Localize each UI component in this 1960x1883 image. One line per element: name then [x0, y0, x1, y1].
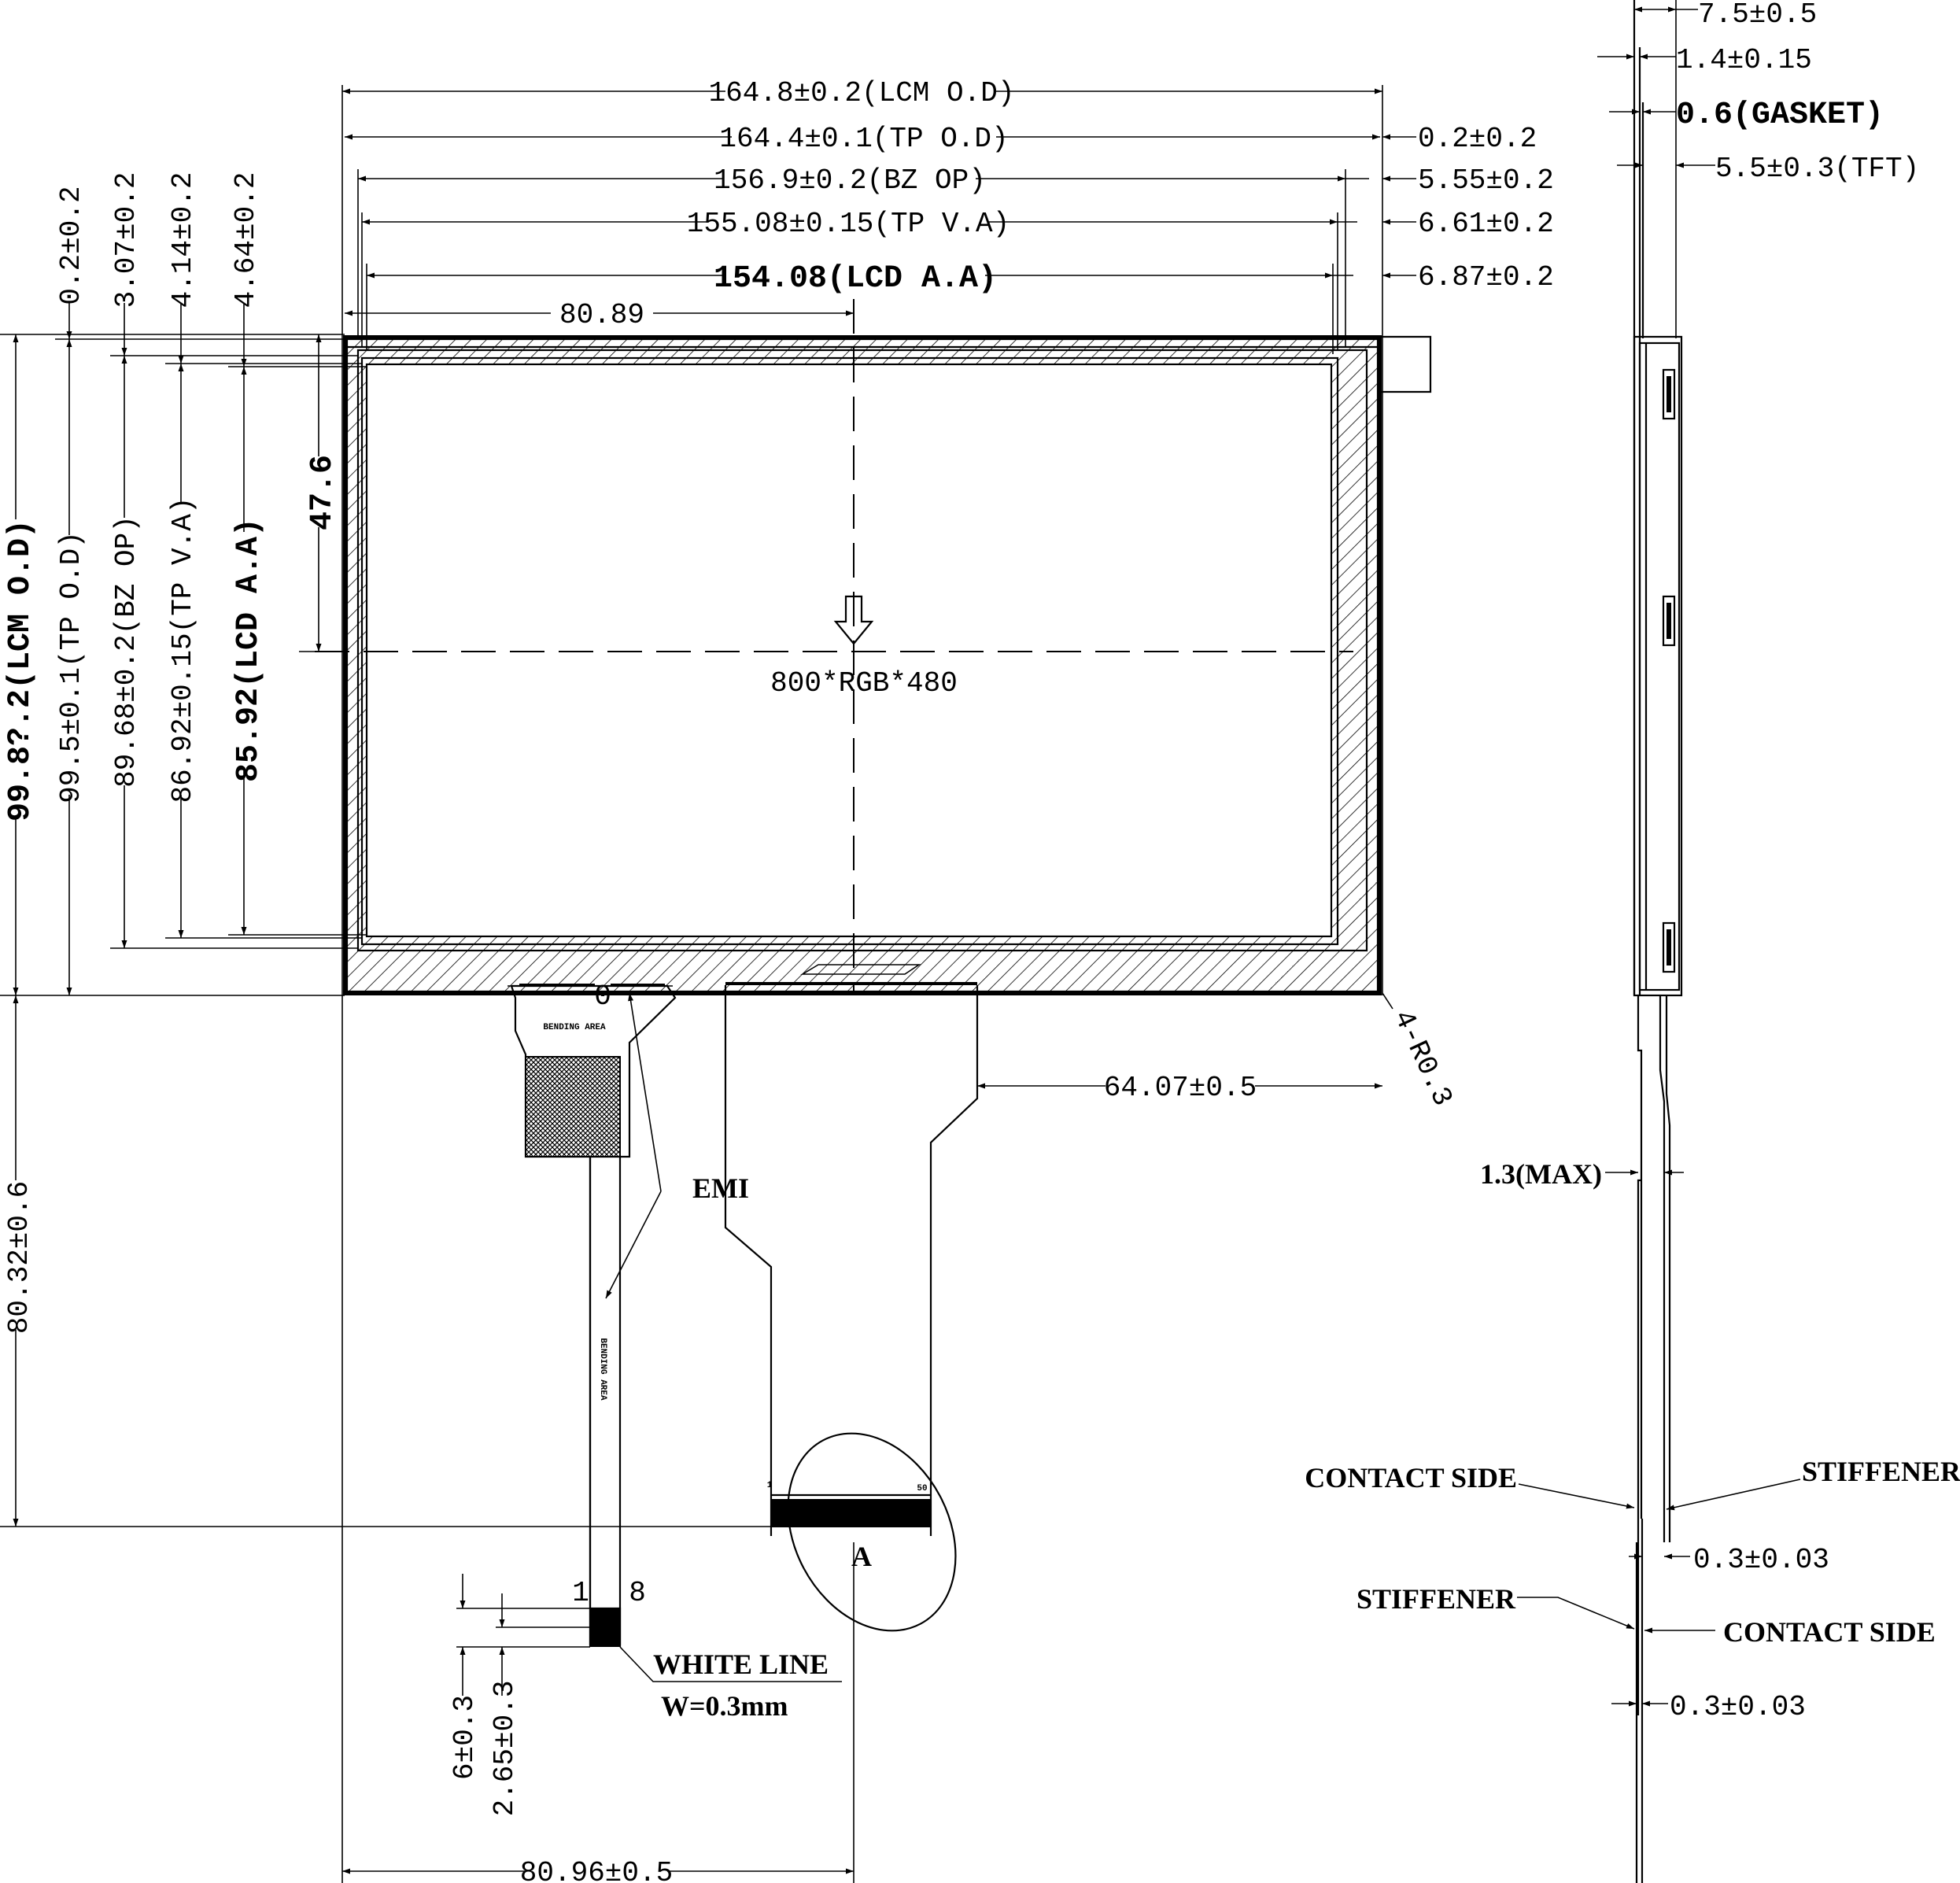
dim-right-6-87: 6.87±0.2: [1418, 261, 1554, 294]
dim-left-4-14: 4.14±0.2: [167, 172, 199, 308]
tp-pin-1: 1: [572, 1577, 589, 1609]
top-dimensions: 164.8±0.2(LCM O.D) 164.4±0.1(TP O.D) 156…: [342, 76, 1554, 331]
main-fpc-pin-1: 1: [767, 1481, 773, 1490]
tp-pin-8: 8: [629, 1577, 646, 1609]
dim-tp-thickness: 1.4±0.15: [1676, 44, 1812, 76]
dim-tp-od-width: 164.4±0.1(TP O.D): [719, 123, 1008, 155]
bending-area-label-top: BENDING AREA: [543, 1023, 606, 1032]
dim-lcm-od-height: 99.8?.2(LCM O.D): [3, 519, 39, 822]
dim-bz-op-height: 89.68±0.2(BZ OP): [110, 515, 142, 788]
dim-lcm-od-width: 164.8±0.2(LCM O.D): [709, 77, 1015, 109]
dim-lcd-aa-height: 85.92(LCD A.A): [231, 518, 267, 782]
dim-fpc-bottom-offset: 80.96±0.5: [520, 1857, 673, 1883]
left-dimensions: 99.8?.2(LCM O.D) 99.5±0.1(TP O.D) 89.68±…: [0, 172, 771, 1527]
tp-pin-0: 0: [594, 980, 611, 1013]
stiffener-label-2: STIFFENER: [1356, 1583, 1516, 1615]
white-line-width-label: W=0.3mm: [661, 1690, 788, 1722]
dim-left-4-64: 4.64±0.2: [230, 172, 262, 308]
dim-bz-op-width: 156.9±0.2(BZ OP): [714, 164, 986, 197]
detail-a-label: A: [851, 1541, 872, 1572]
dim-tp-va-width: 155.08±0.15(TP V.A): [687, 208, 1010, 240]
dim-right-0-2: 0.2±0.2: [1418, 123, 1537, 155]
main-fpc-pin-50: 50: [917, 1484, 927, 1493]
dim-left-0-2: 0.2±0.2: [55, 186, 87, 305]
white-line-label: WHITE LINE: [653, 1649, 829, 1680]
corner-radius-label: 4-R0.3: [1386, 1005, 1459, 1111]
dim-2-65: 2.65±0.3: [489, 1681, 521, 1817]
dim-tp-va-height: 86.92±0.15(TP V.A): [167, 497, 199, 803]
dim-lcd-aa-width: 154.08(LCD A.A): [714, 261, 997, 297]
module-front-view: 800*RGB*480: [315, 85, 1432, 1883]
dim-tft-thickness: 5.5±0.3(TFT): [1715, 153, 1919, 185]
dim-fpc-max: 1.3(MAX): [1480, 1158, 1602, 1190]
dim-total-thickness: 7.5±0.5: [1698, 0, 1817, 31]
side-view: 7.5±0.5 1.4±0.15 0.6(GASKET) 5.5±0.3(TFT…: [1305, 0, 1960, 1883]
bending-area-label-side: BENDING AREA: [598, 1338, 607, 1401]
dim-thickness-1: 0.3±0.03: [1693, 1544, 1829, 1576]
dim-gasket: 0.6(GASKET): [1676, 98, 1884, 133]
contact-side-label-2: CONTACT SIDE: [1723, 1616, 1936, 1648]
dim-6: 6±0.3: [448, 1695, 481, 1780]
dim-thickness-2: 0.3±0.03: [1670, 1691, 1806, 1723]
resolution-label: 800*RGB*480: [770, 667, 958, 700]
dim-center-offset-x: 80.89: [559, 299, 644, 331]
dim-left-3-07: 3.07±0.2: [110, 172, 142, 308]
dim-right-5-55: 5.55±0.2: [1418, 164, 1554, 197]
dim-right-6-61: 6.61±0.2: [1418, 208, 1554, 240]
contact-side-label-1: CONTACT SIDE: [1305, 1462, 1517, 1493]
dim-fpc-length: 80.32±0.6: [3, 1181, 35, 1334]
emi-label: EMI: [692, 1172, 749, 1204]
stiffener-label-1: STIFFENER: [1802, 1456, 1960, 1487]
dim-fpc-right-offset: 64.07±0.5: [1104, 1072, 1257, 1104]
dim-center-offset-y: 47.6: [305, 455, 341, 530]
fpc-tail: BENDING AREA BENDING AREA 0 50 1 A EMI 1…: [448, 980, 979, 1817]
dim-tp-od-height: 99.5±0.1(TP O.D): [55, 531, 87, 803]
